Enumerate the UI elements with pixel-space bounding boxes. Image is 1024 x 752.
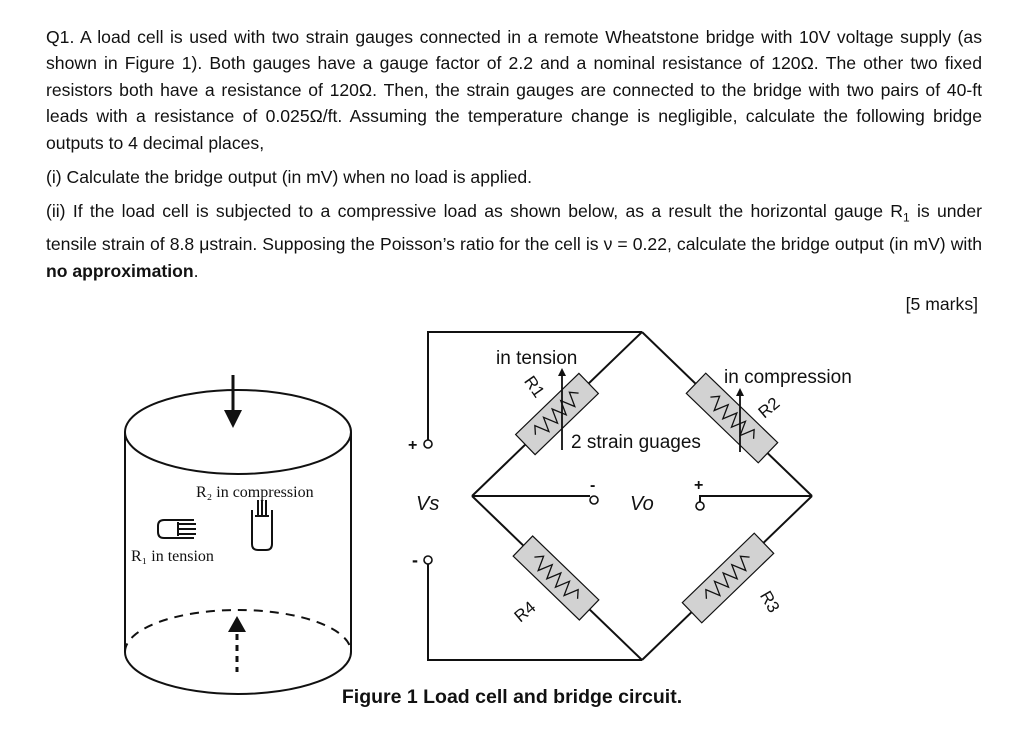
marks-label: [5 marks]	[905, 294, 978, 314]
r1-gauge-icon	[157, 519, 196, 539]
vs-minus-sign: -	[412, 550, 418, 570]
wire-output-right	[699, 495, 812, 502]
r1-in-tension-label: R₁ in tension	[131, 548, 214, 565]
label-r3: R3	[756, 588, 783, 616]
cell-top-ellipse	[124, 389, 352, 475]
part-ii-bold: no approximation	[46, 260, 194, 281]
vs-plus-terminal	[423, 439, 433, 449]
vo-plus-terminal	[695, 501, 705, 511]
wire-supply-bottom	[427, 564, 642, 661]
resistor-r3	[681, 532, 775, 624]
part-ii-text-b: is under tensile strain of 8.8 μstrain. …	[46, 201, 982, 255]
question-text: Q1. A load cell is used with two strain …	[46, 24, 982, 284]
label-vs: Vs	[416, 493, 439, 515]
resistor-r1	[514, 372, 600, 456]
part-ii-end: .	[193, 260, 199, 281]
label-r4: R4	[511, 598, 540, 627]
question-part-i: (i) Calculate the bridge output (in mV) …	[46, 167, 533, 188]
vs-plus-sign: +	[408, 437, 417, 454]
question-intro: Q1. A load cell is used with two strain …	[46, 27, 982, 153]
figure-caption: Figure 1 Load cell and bridge circuit.	[341, 686, 683, 708]
part-ii-subscript: 1	[903, 210, 910, 225]
label-in-compression: in compression	[724, 367, 852, 388]
label-vo: Vo	[630, 493, 654, 515]
resistor-r4	[512, 535, 600, 621]
label-r2: R2	[755, 394, 784, 423]
load-arrow-top	[224, 375, 242, 428]
load-arrow-bottom	[228, 616, 246, 672]
wire-supply-top	[427, 331, 642, 440]
r2-in-compression-label: R₂ in compression	[196, 484, 314, 501]
question-part-ii: (ii) If the load cell is subjected to a …	[46, 198, 982, 284]
label-r1: R1	[520, 372, 548, 401]
cell-bottom-front	[124, 651, 352, 695]
label-strain-gauges: 2 strain guages	[571, 432, 701, 453]
vs-minus-terminal	[423, 555, 433, 565]
vo-minus-sign: -	[590, 477, 595, 494]
label-in-tension: in tension	[496, 348, 577, 369]
vo-plus-sign: +	[694, 477, 703, 494]
r2-gauge-icon	[251, 500, 273, 551]
terminals	[423, 439, 705, 565]
load-cell	[124, 389, 352, 695]
cell-bottom-back	[124, 609, 352, 653]
resistor-r2	[685, 372, 779, 464]
vo-minus-terminal	[589, 495, 599, 505]
part-ii-text-a: (ii) If the load cell is subjected to a …	[46, 201, 903, 222]
